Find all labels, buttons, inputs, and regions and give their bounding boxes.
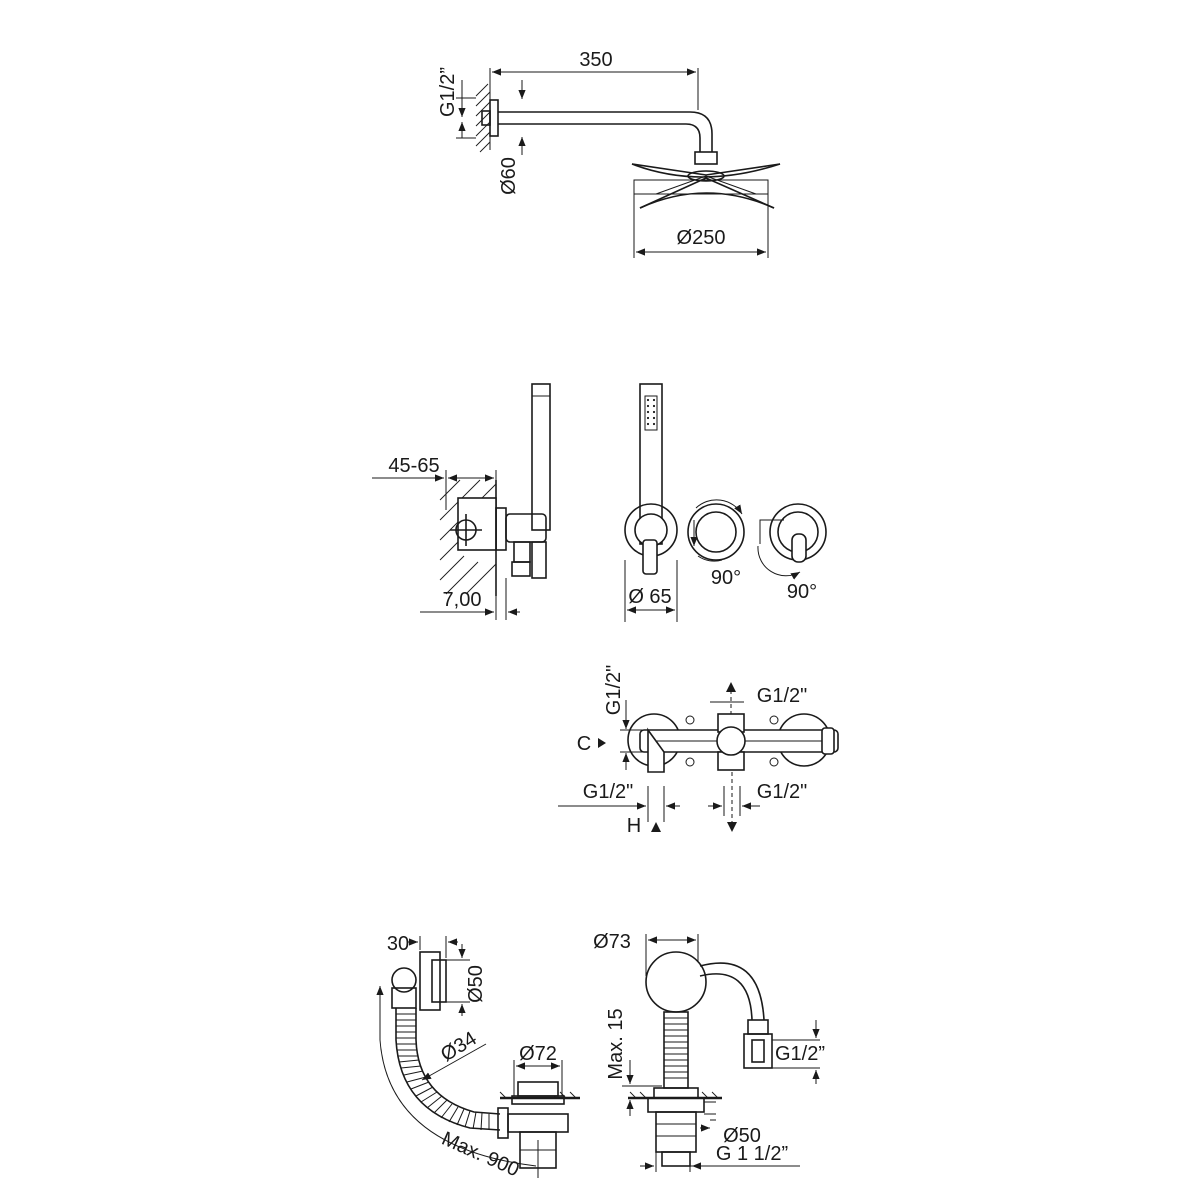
arm-thread-label: G1/2” [437,67,459,117]
bath-waste-drawing: 30 Ø50 [376,933,580,1182]
hose-diameter-label: Ø34 [437,1028,481,1067]
mixer-thread-bottom-left-label: G1/2" [583,781,633,803]
wall-hatch [475,83,491,153]
arm-length-label: 350 [579,49,612,71]
mixer-thread-top-right-label: G1/2" [757,685,807,707]
plate-diameter-label: Ø 65 [628,586,671,608]
mixer-thread-top-left-label: G1/2" [603,665,625,715]
filler-inlet-thread-label: G1/2” [775,1043,825,1065]
bath-filler-drawing: Ø73 Max. 15 G1/2” Ø50 G 1 1/2” [593,931,825,1172]
shower-head [631,163,781,209]
drain-diameter-label: Ø72 [519,1043,557,1065]
mixer-thread-bottom-right-label: G1/2" [757,781,807,803]
hand-shower-side-view: 45-65 7,00 [372,383,551,620]
filler-max-height-label: Max. 15 [605,1008,627,1079]
shower-arm-drawing: 350 G1/2” Ø60 Ø250 [437,49,781,258]
bath-mixer-drawing: G1/2" C G1/2" G1/2" H G1/2" [558,665,839,837]
hand-shower-front-view: Ø 65 [624,383,678,622]
hose-corrugation [396,1013,490,1131]
filler-corrugation [664,1017,688,1079]
hot-inlet-label: H [627,815,641,837]
arm-flange-diameter-label: Ø60 [498,157,520,195]
depth-range-label: 45-65 [388,455,439,477]
overflow-depth-label: 30 [387,933,409,955]
rotation-right-label: 90° [787,581,817,603]
lever-handle-view: 90° [757,503,827,603]
cold-inlet-label: C [577,733,591,755]
head-diameter-label: Ø250 [677,227,726,249]
filler-base-diameter-label: Ø50 [723,1125,761,1147]
offset-label: 7,00 [443,589,482,611]
filler-head-diameter-label: Ø73 [593,931,631,953]
overflow-diameter-label: Ø50 [465,965,487,1003]
filler-outlet-thread-label: G 1 1/2” [716,1143,788,1165]
max-length-label: Max. 900 [438,1128,522,1182]
thermostatic-handle-view: 90° [687,499,745,589]
rotation-left-label: 90° [711,567,741,589]
